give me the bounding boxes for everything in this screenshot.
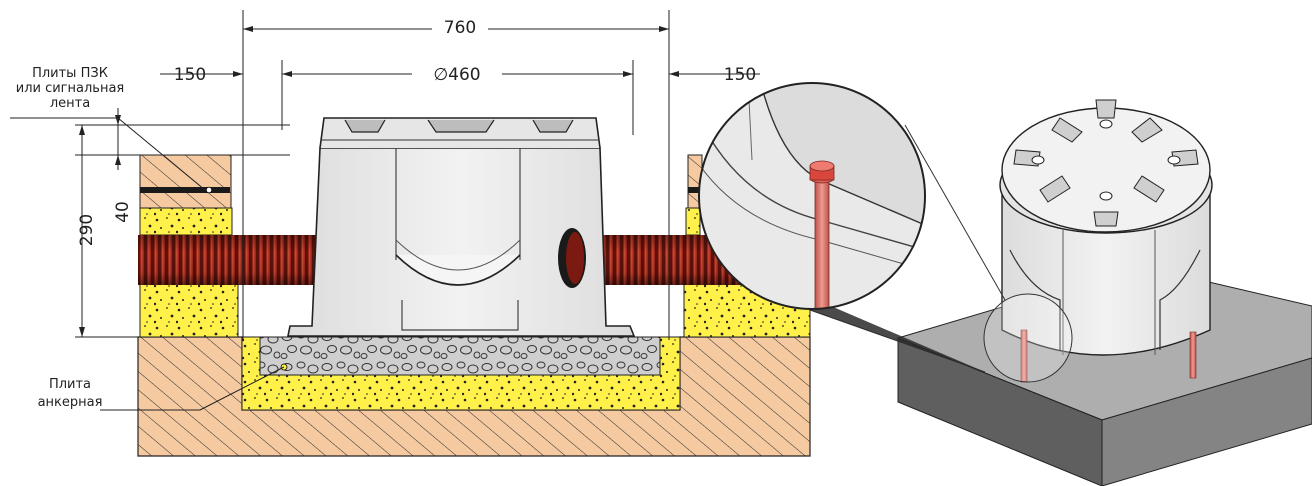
iso-anchor-rod-right	[1189, 331, 1197, 379]
cross-section: 760 ∅460 150 150 290 40 Плиты ПЗК или си…	[10, 10, 811, 457]
iso-well-arch-left	[1009, 249, 1061, 350]
iso-detail-highlight	[983, 293, 1073, 383]
dim-depth: 290	[77, 214, 97, 246]
iso-view	[896, 99, 1312, 486]
pipe-left	[138, 235, 318, 285]
dim-top-layer: 40	[113, 201, 133, 223]
soil-top-left	[139, 154, 232, 209]
dimension-arrows	[79, 26, 679, 337]
detail-magnifier	[698, 82, 926, 310]
dim-left-margin: 150	[174, 65, 206, 85]
iso-lid-ribs	[1013, 99, 1199, 227]
gravel-bed	[259, 336, 661, 376]
zoom-connector-top	[904, 124, 1006, 301]
concrete-slab-left	[897, 337, 1103, 486]
label-anchor-plate-2: анкерная	[38, 395, 103, 410]
well-body	[287, 117, 636, 337]
dim-total-width: 760	[444, 18, 476, 38]
label-anchor-plate-1: Плита	[49, 377, 91, 392]
dim-diameter: ∅460	[433, 65, 480, 85]
iso-lid-holes	[1031, 119, 1181, 201]
label-signal-plate-1: Плиты ПЗК	[32, 66, 108, 81]
signal-tape-marker	[205, 186, 213, 194]
label-signal-plate-3: лента	[50, 96, 90, 111]
zoom-anchor-rod	[814, 177, 830, 309]
signal-tape-right	[688, 187, 702, 193]
iso-well-arch-right	[1159, 249, 1201, 350]
signal-tape-left	[140, 187, 230, 193]
label-signal-plate-2: или сигнальная	[16, 81, 125, 96]
dim-right-margin: 150	[724, 65, 756, 85]
concrete-slab-right	[1101, 357, 1312, 486]
